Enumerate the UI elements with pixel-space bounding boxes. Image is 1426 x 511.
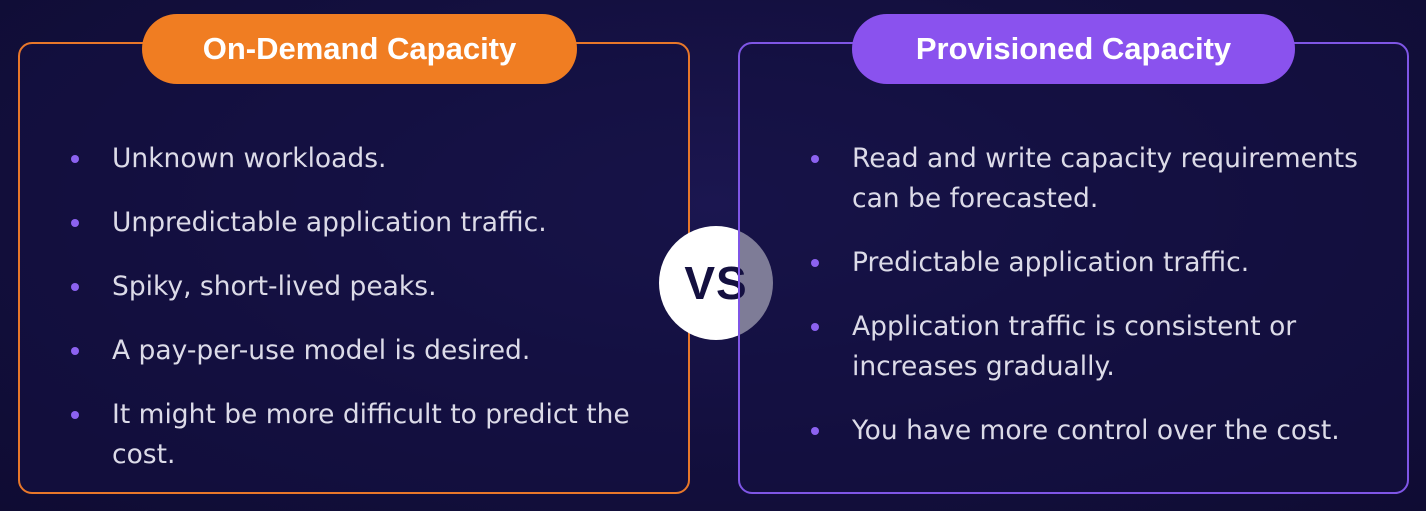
list-item: Spiky, short-lived peaks. <box>66 267 666 307</box>
list-item: Application traffic is consistent or inc… <box>806 307 1401 387</box>
list-item-text: Read and write capacity requirements can… <box>852 143 1358 214</box>
bullet-icon <box>811 155 819 163</box>
bullet-icon <box>811 323 819 331</box>
bullet-icon <box>71 283 79 291</box>
bullet-icon <box>811 427 819 435</box>
list-item-text: A pay-per-use model is desired. <box>112 335 531 366</box>
on-demand-panel <box>18 42 690 494</box>
provisioned-list: Read and write capacity requirements can… <box>806 139 1401 475</box>
list-item: A pay-per-use model is desired. <box>66 331 666 371</box>
list-item-text: Spiky, short-lived peaks. <box>112 271 437 302</box>
list-item-text: Application traffic is consistent or inc… <box>852 311 1297 382</box>
list-item: Unknown workloads. <box>66 139 666 179</box>
list-item-text: You have more control over the cost. <box>852 415 1340 446</box>
list-item: It might be more difficult to predict th… <box>66 395 666 475</box>
on-demand-list: Unknown workloads. Unpredictable applica… <box>66 139 666 499</box>
bullet-icon <box>71 347 79 355</box>
bullet-icon <box>811 259 819 267</box>
list-item-text: Unknown workloads. <box>112 143 387 174</box>
list-item-text: It might be more difficult to predict th… <box>112 399 630 470</box>
list-item: Unpredictable application traffic. <box>66 203 666 243</box>
bullet-icon <box>71 411 79 419</box>
list-item: You have more control over the cost. <box>806 411 1401 451</box>
list-item-text: Predictable application traffic. <box>852 247 1250 278</box>
list-item: Predictable application traffic. <box>806 243 1401 283</box>
on-demand-title: On-Demand Capacity <box>142 14 577 84</box>
bullet-icon <box>71 219 79 227</box>
list-item-text: Unpredictable application traffic. <box>112 207 547 238</box>
provisioned-title: Provisioned Capacity <box>852 14 1295 84</box>
bullet-icon <box>71 155 79 163</box>
list-item: Read and write capacity requirements can… <box>806 139 1401 219</box>
